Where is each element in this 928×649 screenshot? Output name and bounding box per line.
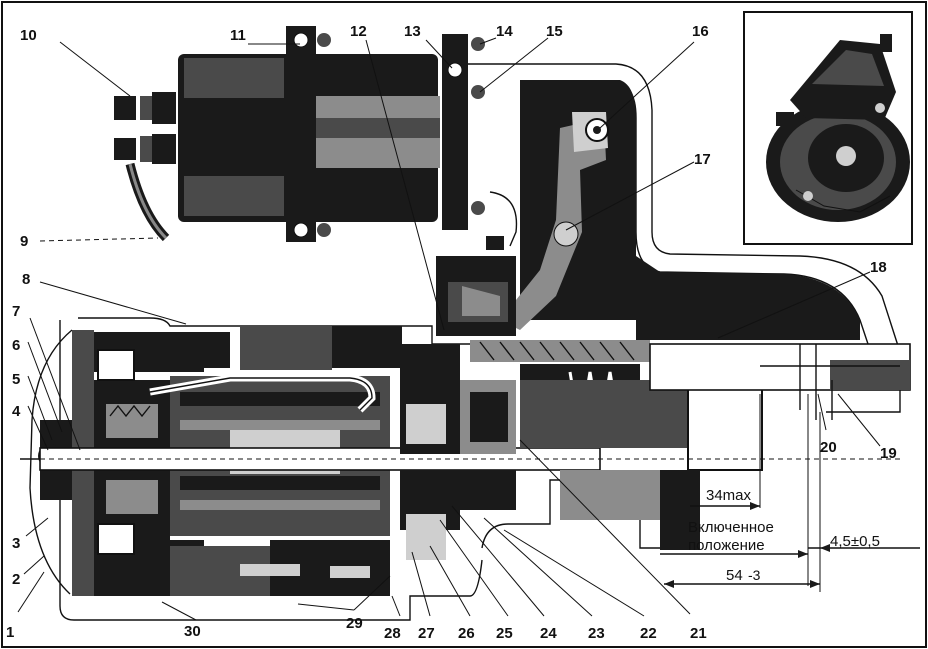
solenoid-relay xyxy=(114,26,485,242)
dim-engaged-length-tolerance: -3 xyxy=(748,567,761,583)
drive-assembly xyxy=(400,340,911,560)
motor-body xyxy=(20,317,900,621)
callout-16: 16 xyxy=(692,23,709,40)
callout-7: 7 xyxy=(12,303,20,320)
callout-21: 21 xyxy=(690,625,707,642)
callout-17: 17 xyxy=(694,151,711,168)
callout-3: 3 xyxy=(12,535,20,552)
callout-10: 10 xyxy=(20,27,37,44)
leader-lines xyxy=(17,37,881,621)
dim-engaged-line1: Включенное xyxy=(688,519,774,536)
callout-28: 28 xyxy=(384,625,401,642)
callout-23: 23 xyxy=(588,625,605,642)
dimension-lines xyxy=(660,394,920,592)
callout-19: 19 xyxy=(880,445,897,462)
callout-8: 8 xyxy=(22,271,30,288)
callout-27: 27 xyxy=(418,625,435,642)
callout-12: 12 xyxy=(350,23,367,40)
callout-26: 26 xyxy=(458,625,475,642)
callout-4: 4 xyxy=(12,403,21,420)
dimension-labels: 34max Включенное положение 54 -3 4,5±0,5 xyxy=(688,487,880,584)
callout-15: 15 xyxy=(546,23,563,40)
callout-1: 1 xyxy=(6,624,14,641)
callout-2: 2 xyxy=(12,571,20,588)
callout-24: 24 xyxy=(540,625,557,642)
callout-18: 18 xyxy=(870,259,887,276)
callout-9: 9 xyxy=(20,233,28,250)
drive-housing xyxy=(436,63,901,413)
callout-6: 6 xyxy=(12,337,20,354)
callout-11: 11 xyxy=(230,27,246,44)
callout-22: 22 xyxy=(640,625,657,642)
dim-engaged-length: 54 xyxy=(726,567,743,584)
callout-13: 13 xyxy=(404,23,421,40)
callout-labels: 1 2 3 4 5 6 7 8 9 10 11 12 13 14 15 16 1… xyxy=(6,23,897,642)
dim-gap: 4,5±0,5 xyxy=(830,533,880,550)
callout-29: 29 xyxy=(346,615,363,632)
callout-20: 20 xyxy=(820,439,837,456)
callout-5: 5 xyxy=(12,371,20,388)
dim-travel-max: 34max xyxy=(706,487,752,504)
inset-photo xyxy=(743,11,913,245)
callout-25: 25 xyxy=(496,625,513,642)
callout-30: 30 xyxy=(184,623,201,640)
callout-14: 14 xyxy=(496,23,513,40)
dim-engaged-line2: положение xyxy=(688,537,765,554)
